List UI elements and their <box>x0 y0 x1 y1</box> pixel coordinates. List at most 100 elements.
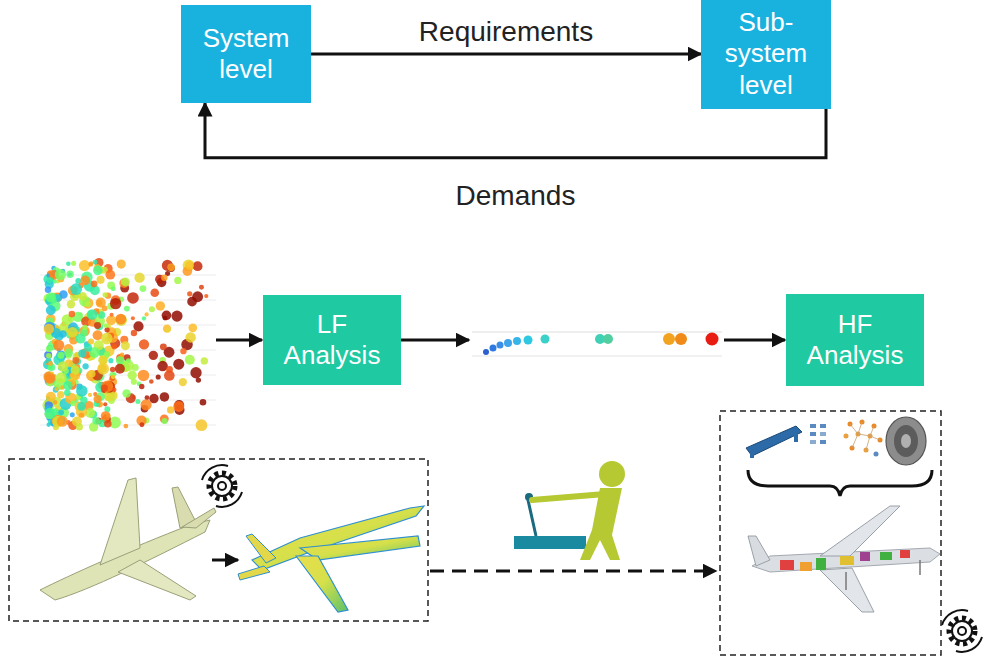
scatter-dot <box>46 305 56 315</box>
scatter-dot <box>185 332 195 342</box>
grid-line <box>472 332 722 333</box>
grid-line <box>472 356 722 357</box>
scatter-dot <box>103 402 107 406</box>
uav-wing <box>100 478 140 565</box>
worker-body <box>580 488 622 560</box>
scatter-dot <box>141 399 152 410</box>
scatter-dot <box>101 380 113 392</box>
aircraft-wing <box>820 568 874 612</box>
scatter-dot <box>53 424 59 430</box>
scatter-dot <box>93 266 103 276</box>
scatter-dot <box>82 325 87 330</box>
cycle-arrow <box>216 492 242 507</box>
scatter-dot <box>55 269 66 280</box>
scatter-dot <box>94 395 102 403</box>
scatter-dot <box>167 264 175 272</box>
component-block <box>840 556 854 565</box>
wing-spar <box>746 426 802 456</box>
scatter-dot <box>76 423 83 430</box>
landing-gear <box>845 572 847 590</box>
pareto-dot <box>490 345 497 352</box>
scatter-dot <box>173 401 184 412</box>
scatter-dot <box>162 311 172 321</box>
scatter-dot <box>139 339 149 349</box>
scatter-dot <box>115 364 125 374</box>
scatter-dot <box>185 355 195 365</box>
scatter-dot <box>171 311 182 322</box>
flow-arrow <box>212 559 238 562</box>
scatter-dot <box>139 384 144 389</box>
scatter-dot <box>110 375 116 381</box>
uav-wing <box>118 560 196 600</box>
gear-teeth <box>209 473 235 499</box>
dashed-frame <box>720 411 941 655</box>
gear-hub <box>958 627 966 635</box>
scatter-dot <box>122 389 130 397</box>
scatter-dot <box>161 275 167 281</box>
pareto-dot <box>603 334 613 344</box>
analysis-box: LF Analysis <box>263 295 401 385</box>
scatter-dot <box>104 327 109 332</box>
connector-label: Demands <box>452 180 580 212</box>
landing-gear <box>919 560 921 575</box>
push-handle <box>528 500 536 536</box>
scatter-dot <box>106 315 116 325</box>
scatter-dot <box>97 276 105 284</box>
scatter-dot <box>119 278 129 288</box>
subsystem-pictures <box>746 417 932 496</box>
level-box: System level <box>181 5 311 103</box>
scatter-dot <box>53 340 64 351</box>
scatter-dot <box>121 341 130 350</box>
pareto-dot <box>675 333 687 345</box>
flow-arrow <box>400 339 469 342</box>
scatter-dot <box>110 313 114 317</box>
gear-icon <box>942 610 982 652</box>
analysis-box: HF Analysis <box>786 294 924 386</box>
scatter-dot <box>67 300 75 308</box>
model-fuselage <box>252 506 424 570</box>
spar-leg <box>794 428 798 442</box>
pareto-dot <box>524 336 533 345</box>
spar-leg <box>750 446 754 458</box>
scatter-dot <box>88 262 93 267</box>
scatter-dot <box>144 312 148 316</box>
scatter-dot <box>101 385 108 392</box>
scatter-dot <box>104 323 109 328</box>
pareto-dot <box>483 349 489 355</box>
scatter-dot <box>110 298 121 309</box>
aircraft-tail <box>748 536 770 566</box>
scatter-dot <box>140 285 147 292</box>
pareto-strip <box>472 332 722 356</box>
push-base <box>514 536 586 549</box>
worker-arm <box>532 494 605 500</box>
component-block <box>860 552 870 561</box>
flow-connector <box>205 103 826 158</box>
scatter-dot <box>108 358 113 363</box>
pareto-dot <box>706 333 719 346</box>
scatter-dot <box>112 344 117 349</box>
gear-hub <box>218 482 226 490</box>
box-label: LF Analysis <box>271 309 393 371</box>
scatter-dot <box>77 402 86 411</box>
scatter-dot <box>96 300 102 306</box>
scatter-dot <box>126 358 131 363</box>
scatter-dot <box>88 339 94 345</box>
scatter-dot <box>46 392 56 402</box>
pareto-dot <box>541 335 550 344</box>
scatter-dot <box>101 411 111 421</box>
scatter-dot <box>102 292 107 297</box>
scatter-dot <box>66 270 73 277</box>
scatter-dot <box>139 422 144 427</box>
scatter-dot <box>84 344 92 352</box>
worker-head <box>599 461 625 487</box>
component-block <box>780 560 794 570</box>
scatter-dot <box>156 374 161 379</box>
scatter-dot <box>167 406 174 413</box>
scatter-dot <box>187 291 192 296</box>
scatter-dot <box>192 291 203 302</box>
scatter-dot <box>149 379 154 384</box>
scatter-dot <box>162 418 168 424</box>
scatter-dot <box>56 372 67 383</box>
scatter-dot <box>58 409 64 415</box>
